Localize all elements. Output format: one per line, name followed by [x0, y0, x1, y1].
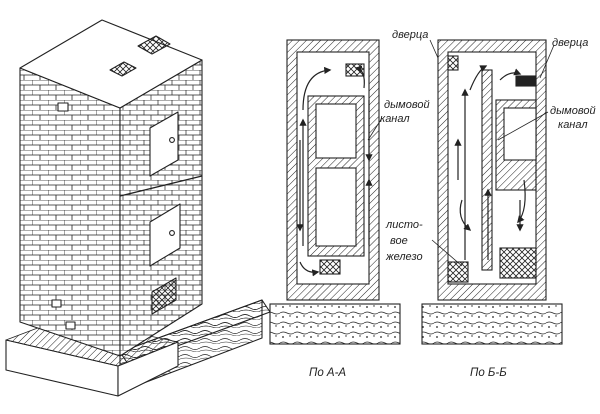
lower-door-knob	[169, 230, 175, 236]
chimney-opening-1	[137, 35, 171, 55]
leader-lines	[367, 39, 555, 267]
label-smoke-left-2: канал	[380, 113, 410, 125]
stove-right-face	[119, 59, 203, 357]
lower-door	[149, 203, 181, 267]
label-smoke-left-1: дымовой	[384, 99, 430, 111]
isometric-stove	[5, 19, 271, 397]
label-door-right: дверца	[552, 37, 588, 49]
bb-grate	[499, 247, 537, 279]
blower-door	[151, 277, 177, 315]
bb-foundation	[421, 303, 563, 345]
label-sheet-iron-3: железо	[385, 251, 423, 263]
left-vent	[57, 102, 69, 112]
caption-section-bb: По Б-Б	[470, 367, 507, 379]
left-vent-2	[51, 299, 62, 308]
stove-left-face	[19, 67, 121, 357]
aa-inner-lower	[315, 167, 357, 247]
left-vent-3	[65, 321, 76, 330]
section-aa	[269, 39, 401, 345]
bb-partition	[481, 69, 493, 271]
stove-band	[119, 175, 203, 197]
label-smoke-right-1: дымовой	[550, 105, 596, 117]
bb-sheet-iron	[447, 261, 469, 283]
label-sheet-iron-1: листо-	[385, 219, 423, 231]
chimney-opening-2	[109, 61, 137, 77]
base-plinth-side	[117, 341, 179, 397]
bb-door-left	[447, 55, 459, 71]
label-smoke-right-2: канал	[558, 119, 588, 131]
aa-firebox	[319, 259, 341, 275]
aa-inner-upper	[315, 103, 357, 159]
section-bb	[421, 39, 563, 345]
upper-door	[149, 111, 179, 177]
aa-foundation	[269, 303, 401, 345]
label-sheet-iron-2: вое	[390, 235, 408, 247]
bb-door-top	[515, 75, 537, 87]
caption-section-aa: По А-А	[309, 367, 346, 379]
label-door-left: дверца	[392, 29, 428, 41]
upper-door-knob	[169, 137, 175, 143]
aa-top-damper	[345, 63, 365, 77]
